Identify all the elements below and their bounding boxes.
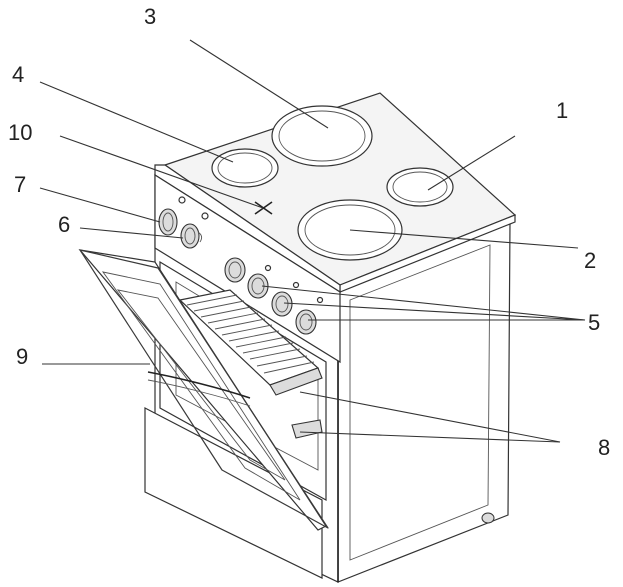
baking-tray-lower [291,419,323,439]
callout-9: 9 [16,344,28,369]
callout-2: 2 [584,248,596,273]
oven-door-outer [79,249,329,529]
function-knob [180,223,203,249]
callout-6: 6 [58,212,70,237]
leader-8a [299,391,561,443]
leader-5b [283,302,586,321]
leader-5a [261,285,586,321]
indicator-light-b [201,212,209,220]
hotplate-large-rear [271,105,373,167]
thermostat-knob [158,208,178,236]
callout-8: 8 [598,435,610,460]
cabinet-foot [481,512,495,524]
hotplate-knob-4 [295,309,317,335]
leader-1 [427,135,516,191]
callout-5: 5 [588,310,600,335]
callout-1: 1 [556,98,568,123]
cabinet-side-inset [349,244,491,561]
bottom-drawer [144,407,323,579]
indicator-light-a [178,196,186,204]
hotplate-knob-1 [224,257,246,283]
leader-2 [349,229,579,249]
hotplate-small-rear-left [211,148,279,188]
leader-3 [189,39,329,129]
callout-4: 4 [12,62,24,87]
callout-10: 10 [8,120,32,145]
oven-door-glass-inner [116,289,286,481]
leader-7 [39,187,161,223]
baking-tray-upper [269,367,323,396]
leader-8b [299,431,561,443]
oven-door-handle [147,371,251,399]
leader-6 [79,227,184,239]
knob-dot-b [292,281,300,289]
knob-dot-c [316,296,324,304]
hotplate-knob-2 [247,273,269,299]
knob-dot-a [264,264,272,272]
hotplate-knob-3 [271,291,293,317]
control-panel [154,173,341,364]
oven-door-glass [101,271,301,501]
hotplate-small-right [386,167,454,207]
control-panel-side [154,164,341,294]
leader-4 [39,81,234,163]
callout-7: 7 [14,172,26,197]
callout-3: 3 [144,4,156,29]
leader-10 [59,135,264,209]
indicator-cross-icon [254,201,273,215]
